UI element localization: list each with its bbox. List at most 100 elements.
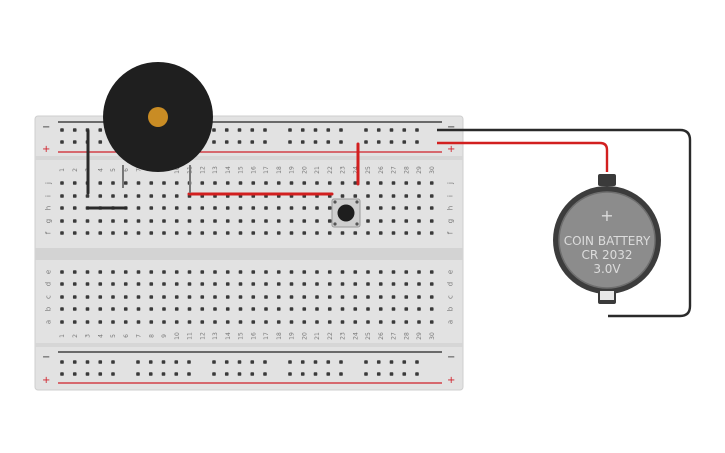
terminal-hole[interactable]: [429, 181, 434, 185]
terminal-hole[interactable]: [366, 295, 370, 299]
terminal-hole[interactable]: [340, 282, 345, 286]
terminal-hole[interactable]: [327, 231, 332, 235]
coin-battery[interactable]: + COIN BATTERY CR 2032 3.0V: [553, 174, 661, 304]
terminal-hole[interactable]: [162, 181, 166, 185]
rail-hole[interactable]: [224, 372, 229, 376]
terminal-hole[interactable]: [60, 320, 64, 324]
terminal-hole[interactable]: [213, 270, 217, 274]
terminal-hole[interactable]: [327, 270, 332, 274]
terminal-hole[interactable]: [353, 231, 358, 235]
terminal-hole[interactable]: [391, 282, 396, 286]
rail-hole[interactable]: [212, 128, 216, 132]
rail-hole[interactable]: [136, 360, 140, 364]
rail-hole[interactable]: [237, 372, 242, 376]
rail-hole[interactable]: [60, 372, 64, 376]
rail-hole[interactable]: [288, 372, 292, 376]
terminal-hole[interactable]: [162, 206, 166, 210]
terminal-hole[interactable]: [289, 282, 294, 286]
terminal-hole[interactable]: [162, 282, 166, 286]
terminal-hole[interactable]: [149, 181, 154, 185]
terminal-hole[interactable]: [123, 219, 128, 223]
terminal-hole[interactable]: [98, 295, 103, 299]
terminal-hole[interactable]: [251, 270, 256, 274]
terminal-hole[interactable]: [417, 219, 421, 223]
terminal-hole[interactable]: [404, 295, 409, 299]
terminal-hole[interactable]: [123, 307, 128, 311]
terminal-hole[interactable]: [391, 270, 396, 274]
rail-hole[interactable]: [136, 372, 140, 376]
terminal-hole[interactable]: [225, 295, 230, 299]
rail-hole[interactable]: [237, 140, 242, 144]
rail-hole[interactable]: [415, 140, 419, 144]
terminal-hole[interactable]: [366, 231, 370, 235]
terminal-hole[interactable]: [149, 270, 154, 274]
terminal-hole[interactable]: [162, 231, 166, 235]
terminal-hole[interactable]: [289, 219, 294, 223]
terminal-hole[interactable]: [340, 320, 345, 324]
rail-hole[interactable]: [250, 128, 255, 132]
rail-hole[interactable]: [174, 360, 179, 364]
terminal-hole[interactable]: [251, 219, 256, 223]
terminal-hole[interactable]: [85, 295, 90, 299]
rail-hole[interactable]: [376, 140, 381, 144]
terminal-hole[interactable]: [136, 270, 141, 274]
piezo-buzzer[interactable]: [103, 62, 213, 193]
terminal-hole[interactable]: [289, 295, 294, 299]
terminal-hole[interactable]: [187, 320, 192, 324]
terminal-hole[interactable]: [251, 320, 256, 324]
terminal-hole[interactable]: [149, 295, 154, 299]
terminal-hole[interactable]: [123, 231, 128, 235]
terminal-hole[interactable]: [174, 219, 179, 223]
terminal-hole[interactable]: [72, 219, 77, 223]
rail-hole[interactable]: [389, 360, 394, 364]
terminal-hole[interactable]: [327, 320, 332, 324]
rail-hole[interactable]: [148, 372, 153, 376]
terminal-hole[interactable]: [289, 307, 294, 311]
terminal-hole[interactable]: [213, 307, 217, 311]
terminal-hole[interactable]: [136, 307, 141, 311]
rail-hole[interactable]: [364, 128, 368, 132]
terminal-hole[interactable]: [225, 219, 230, 223]
terminal-hole[interactable]: [276, 295, 281, 299]
rail-hole[interactable]: [300, 128, 305, 132]
terminal-hole[interactable]: [187, 295, 192, 299]
rail-hole[interactable]: [376, 360, 381, 364]
rail-hole[interactable]: [212, 360, 216, 364]
terminal-hole[interactable]: [264, 307, 268, 311]
terminal-hole[interactable]: [276, 320, 281, 324]
terminal-hole[interactable]: [366, 307, 370, 311]
rail-hole[interactable]: [98, 372, 103, 376]
terminal-hole[interactable]: [123, 282, 128, 286]
terminal-hole[interactable]: [264, 181, 268, 185]
rail-hole[interactable]: [111, 360, 115, 364]
terminal-hole[interactable]: [72, 282, 77, 286]
terminal-hole[interactable]: [72, 295, 77, 299]
terminal-hole[interactable]: [378, 219, 383, 223]
terminal-hole[interactable]: [276, 219, 281, 223]
terminal-hole[interactable]: [289, 231, 294, 235]
rail-hole[interactable]: [313, 372, 318, 376]
terminal-hole[interactable]: [149, 219, 154, 223]
terminal-hole[interactable]: [98, 307, 103, 311]
rail-hole[interactable]: [376, 128, 381, 132]
terminal-hole[interactable]: [289, 206, 294, 210]
terminal-hole[interactable]: [60, 295, 64, 299]
terminal-hole[interactable]: [340, 231, 345, 235]
terminal-hole[interactable]: [315, 206, 319, 210]
terminal-hole[interactable]: [417, 307, 421, 311]
terminal-hole[interactable]: [238, 181, 243, 185]
terminal-hole[interactable]: [225, 231, 230, 235]
terminal-hole[interactable]: [174, 282, 179, 286]
terminal-hole[interactable]: [98, 231, 103, 235]
terminal-hole[interactable]: [72, 231, 77, 235]
terminal-hole[interactable]: [200, 231, 205, 235]
terminal-hole[interactable]: [378, 270, 383, 274]
terminal-hole[interactable]: [391, 194, 396, 198]
rail-hole[interactable]: [72, 360, 77, 364]
terminal-hole[interactable]: [111, 282, 115, 286]
terminal-hole[interactable]: [315, 270, 319, 274]
terminal-hole[interactable]: [213, 181, 217, 185]
terminal-hole[interactable]: [123, 270, 128, 274]
terminal-hole[interactable]: [429, 307, 434, 311]
terminal-hole[interactable]: [417, 320, 421, 324]
